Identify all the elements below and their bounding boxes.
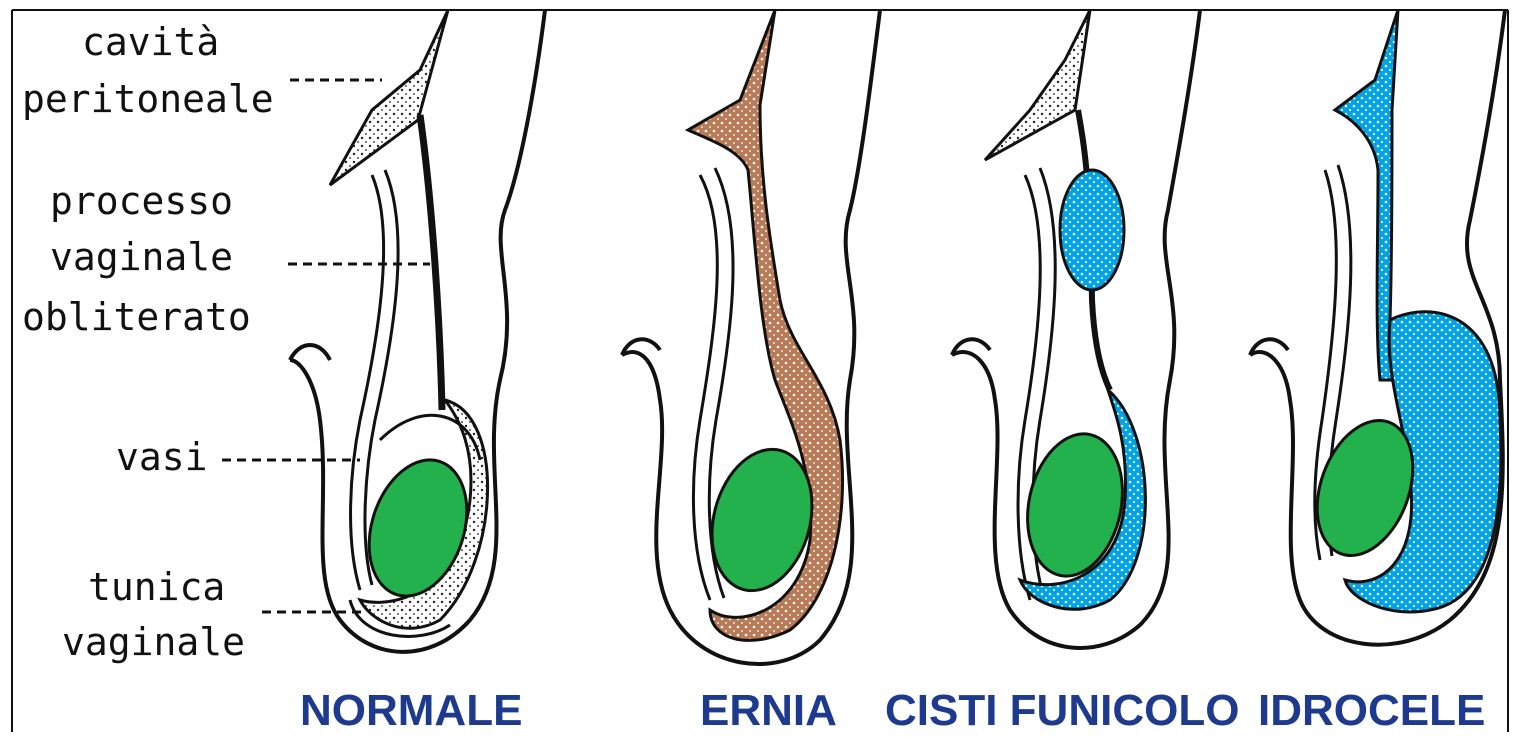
label-vaginale: vaginale bbox=[50, 235, 233, 279]
caption-cisti-funicolo: CISTI FUNICOLO bbox=[885, 686, 1239, 732]
label-vasi: vasi bbox=[116, 435, 208, 479]
funicular-cyst bbox=[1060, 170, 1124, 290]
peritoneal-cavity bbox=[330, 10, 448, 185]
label-cavita: cavità bbox=[82, 20, 219, 64]
panel-normale bbox=[290, 10, 545, 652]
label-processo: processo bbox=[50, 179, 233, 223]
caption-normale: NORMALE bbox=[300, 686, 522, 732]
panel-cisti bbox=[952, 10, 1200, 648]
label-peritoneale: peritoneale bbox=[22, 77, 274, 121]
label-vaginale-2: vaginale bbox=[62, 620, 245, 664]
peritoneal-cavity-cisti bbox=[985, 10, 1090, 160]
caption-idrocele: IDROCELE bbox=[1258, 686, 1485, 732]
caption-ernia: ERNIA bbox=[700, 686, 837, 732]
label-tunica: tunica bbox=[88, 565, 225, 609]
panel-ernia bbox=[622, 10, 880, 664]
captions: NORMALE ERNIA CISTI FUNICOLO IDROCELE bbox=[300, 686, 1485, 732]
label-obliterato: obliterato bbox=[22, 295, 251, 339]
panel-idrocele bbox=[1250, 10, 1505, 645]
